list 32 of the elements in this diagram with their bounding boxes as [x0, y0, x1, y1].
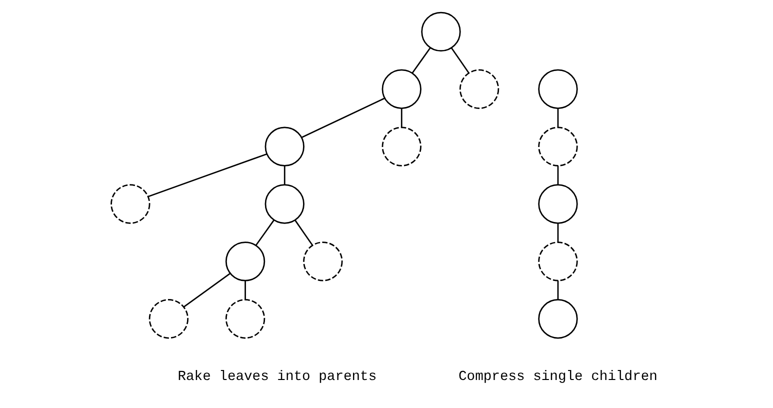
connector: [556, 223, 558, 242]
node-circle: [381, 69, 421, 109]
node-circle: [538, 69, 578, 109]
connector: [148, 153, 267, 198]
connector: [411, 47, 430, 74]
node-circle: [110, 184, 150, 224]
node-circle: [148, 299, 188, 339]
node-circle: [538, 299, 578, 339]
node-circle: [420, 12, 460, 52]
connector: [300, 98, 384, 138]
connector: [400, 108, 402, 128]
connector: [450, 47, 469, 74]
node-circle: [264, 126, 304, 166]
node-circle: [538, 126, 578, 166]
connector: [556, 280, 558, 300]
node-circle: [538, 242, 578, 282]
node-circle: [224, 242, 265, 282]
label: Rake leaves into parents: [177, 368, 376, 385]
node-circle: [302, 242, 342, 282]
connector: [254, 220, 274, 246]
node-circle: [538, 184, 578, 224]
connector: [283, 166, 285, 185]
connector: [556, 166, 558, 185]
connector: [294, 220, 313, 246]
connector: [556, 108, 558, 128]
node-circle: [381, 126, 421, 166]
node-circle: [458, 69, 499, 109]
label: Compress single children: [458, 368, 657, 385]
connector: [182, 272, 230, 308]
node-circle: [224, 299, 265, 339]
node-circle: [264, 184, 304, 224]
connector: [244, 280, 246, 300]
